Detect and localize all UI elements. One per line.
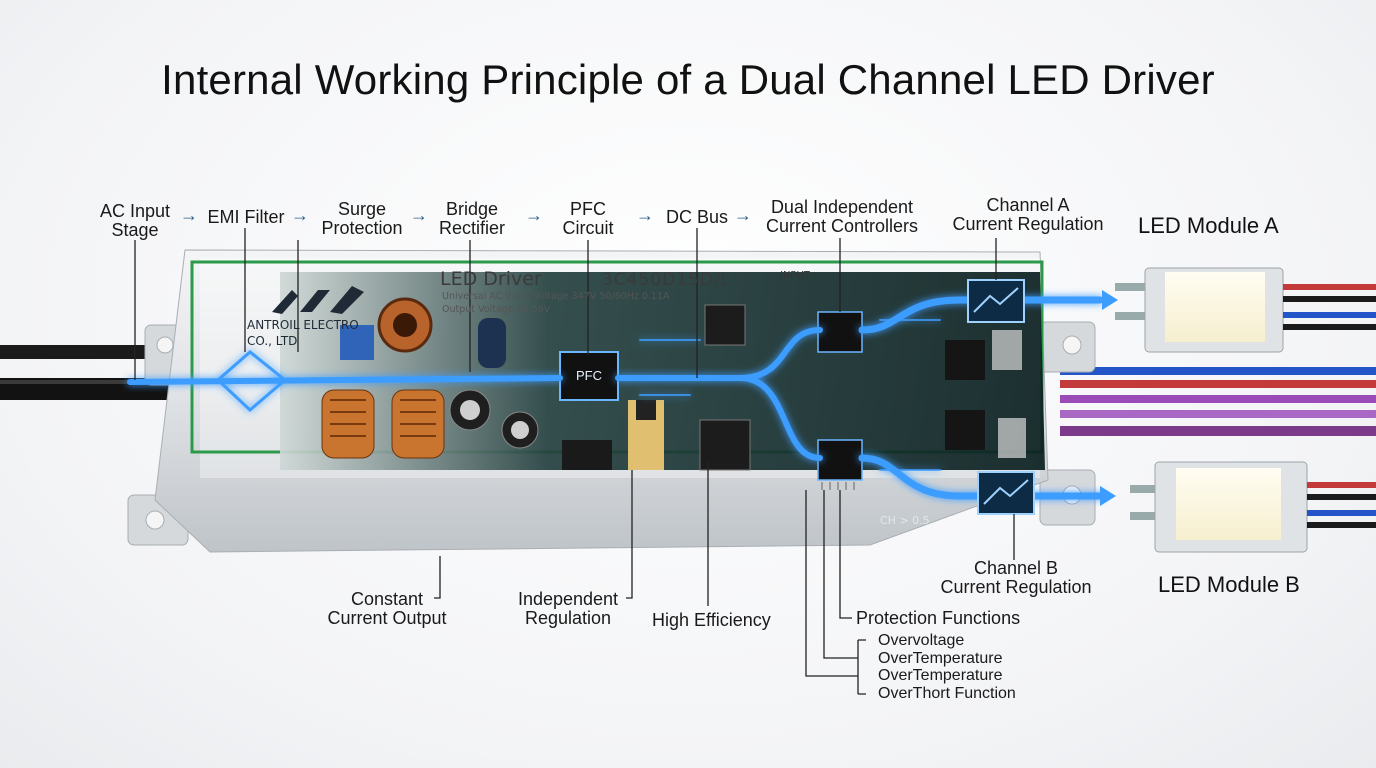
led-module-a: [1115, 267, 1376, 353]
brand-suffix: CO., LTD: [247, 334, 298, 348]
pfc-chip-label: PFC: [576, 368, 602, 383]
flow-arrow: →: [525, 205, 543, 225]
protection-item: Overvoltage: [878, 632, 965, 649]
flow-arrow: →: [636, 205, 654, 225]
label-dc-bus: DC Bus: [665, 207, 728, 227]
components: [321, 297, 1026, 471]
device-label-title: LED Driver: [440, 268, 542, 290]
flow-arrow: →: [410, 205, 428, 225]
led-module-b-title: LED Module B: [1158, 572, 1300, 597]
flow-arrow: →: [734, 205, 752, 225]
label-emi-filter: EMI Filter: [207, 207, 285, 227]
leader-lines: [134, 228, 1015, 695]
brand-logo: [272, 286, 364, 314]
protection-item: OverTemperature: [878, 667, 1003, 684]
label-high-efficiency: High Efficiency: [652, 610, 771, 630]
diagram-title: Internal Working Principle of a Dual Cha…: [161, 56, 1215, 103]
label-protection-functions: Protection Functions: [856, 608, 1021, 628]
device-model: 3C450D15D/L: [602, 270, 732, 290]
channel-tag: CH > 0.5: [880, 514, 930, 527]
device-spec-2: Output Voltage 28 56V: [442, 304, 551, 315]
flow-arrow: →: [291, 205, 309, 225]
current-path: [127, 296, 1104, 500]
protection-list: Overvoltage OverTemperature OverTemperat…: [878, 632, 1016, 702]
flow-arrow: →: [180, 205, 198, 225]
device-spec-1: Universal AC Input Voltage 347V 50/60Hz …: [442, 291, 670, 302]
output-cables: [1060, 367, 1376, 436]
input-tag: INPUT: [780, 270, 810, 281]
led-module-a-title: LED Module A: [1138, 213, 1279, 238]
led-module-b: [1130, 461, 1376, 553]
protection-item: OverThort Function: [878, 684, 1016, 702]
brand-name: ANTROIL ELECTRO: [247, 318, 359, 332]
protection-item: OverTemperature: [878, 649, 1003, 667]
